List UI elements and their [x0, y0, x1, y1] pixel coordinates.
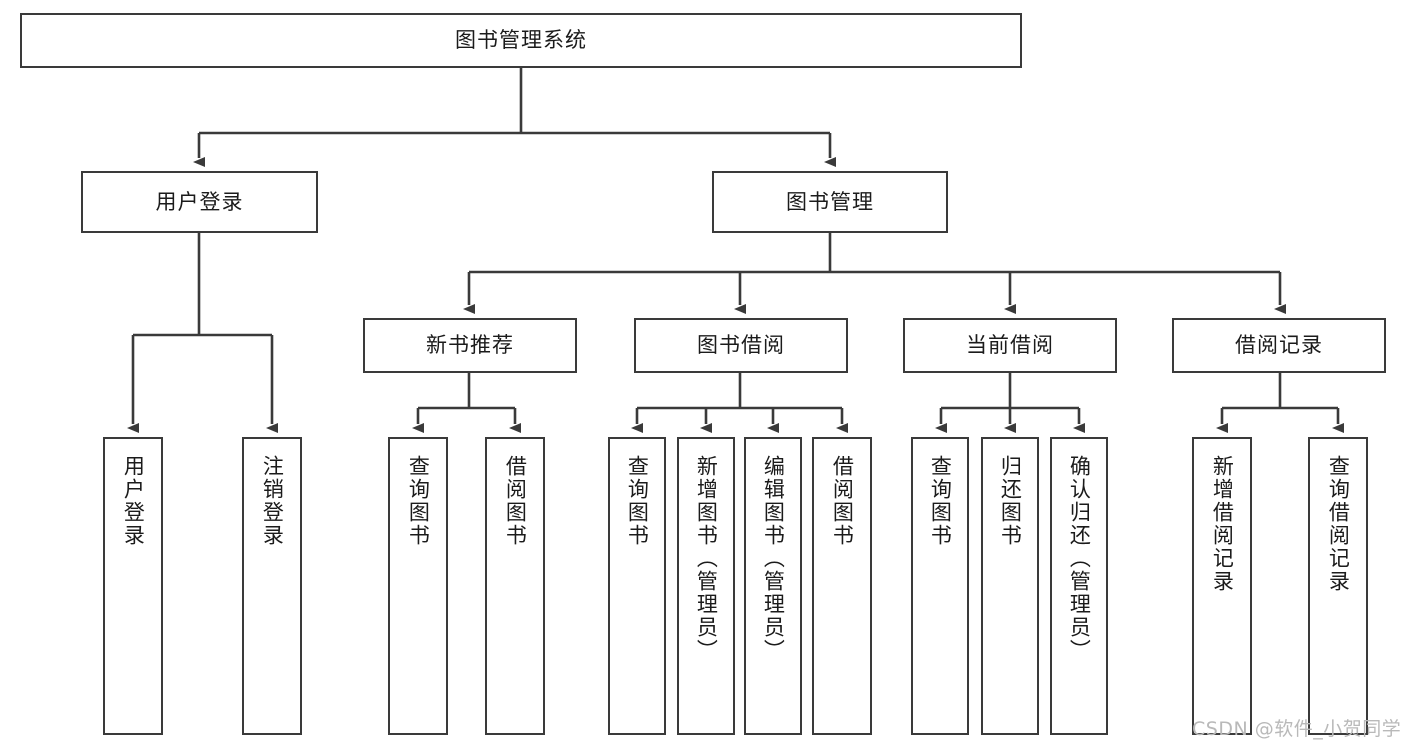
leaf-add-borrow-record-label: 新增借阅记录: [1210, 455, 1235, 593]
leaf-edit-book-admin[interactable]: 编辑图书（管理员）: [744, 437, 802, 735]
node-current-borrow-label: 当前借阅: [966, 333, 1054, 357]
leaf-confirm-return-admin[interactable]: 确认归还（管理员）: [1050, 437, 1108, 735]
leaf-borrow-book[interactable]: 借阅图书: [812, 437, 872, 735]
leaf-edit-book-admin-label: 编辑图书（管理员）: [761, 455, 786, 662]
node-new-book-recommend[interactable]: 新书推荐: [363, 318, 577, 373]
node-book-management[interactable]: 图书管理: [712, 171, 948, 233]
leaf-recommend-borrow-book-label: 借阅图书: [503, 455, 528, 547]
leaf-borrow-query-book[interactable]: 查询图书: [608, 437, 666, 735]
leaf-return-book[interactable]: 归还图书: [981, 437, 1039, 735]
leaf-query-borrow-record-label: 查询借阅记录: [1326, 455, 1351, 593]
leaf-recommend-query-book[interactable]: 查询图书: [388, 437, 448, 735]
leaf-add-book-admin-label: 新增图书（管理员）: [694, 455, 719, 662]
node-root-label: 图书管理系统: [455, 28, 587, 52]
leaf-current-query-book[interactable]: 查询图书: [911, 437, 969, 735]
leaf-query-borrow-record[interactable]: 查询借阅记录: [1308, 437, 1368, 735]
node-borrow-record-label: 借阅记录: [1235, 333, 1323, 357]
node-user-login-label: 用户登录: [155, 189, 244, 214]
leaf-user-login-label: 用户登录: [121, 455, 146, 547]
leaf-logout[interactable]: 注销登录: [242, 437, 302, 735]
leaf-add-borrow-record[interactable]: 新增借阅记录: [1192, 437, 1252, 735]
leaf-recommend-borrow-book[interactable]: 借阅图书: [485, 437, 545, 735]
leaf-add-book-admin[interactable]: 新增图书（管理员）: [677, 437, 735, 735]
node-root[interactable]: 图书管理系统: [20, 13, 1022, 68]
leaf-borrow-query-book-label: 查询图书: [625, 455, 650, 547]
node-book-borrow-label: 图书借阅: [697, 333, 785, 357]
node-user-login[interactable]: 用户登录: [81, 171, 318, 233]
leaf-logout-label: 注销登录: [260, 455, 285, 547]
node-book-borrow[interactable]: 图书借阅: [634, 318, 848, 373]
leaf-return-book-label: 归还图书: [998, 455, 1023, 547]
leaf-user-login[interactable]: 用户登录: [103, 437, 163, 735]
leaf-current-query-book-label: 查询图书: [928, 455, 953, 547]
node-new-book-recommend-label: 新书推荐: [426, 333, 514, 357]
node-borrow-record[interactable]: 借阅记录: [1172, 318, 1386, 373]
leaf-confirm-return-admin-label: 确认归还（管理员）: [1067, 455, 1092, 662]
node-current-borrow[interactable]: 当前借阅: [903, 318, 1117, 373]
leaf-borrow-book-label: 借阅图书: [830, 455, 855, 547]
node-book-management-label: 图书管理: [786, 189, 874, 214]
leaf-recommend-query-book-label: 查询图书: [406, 455, 431, 547]
